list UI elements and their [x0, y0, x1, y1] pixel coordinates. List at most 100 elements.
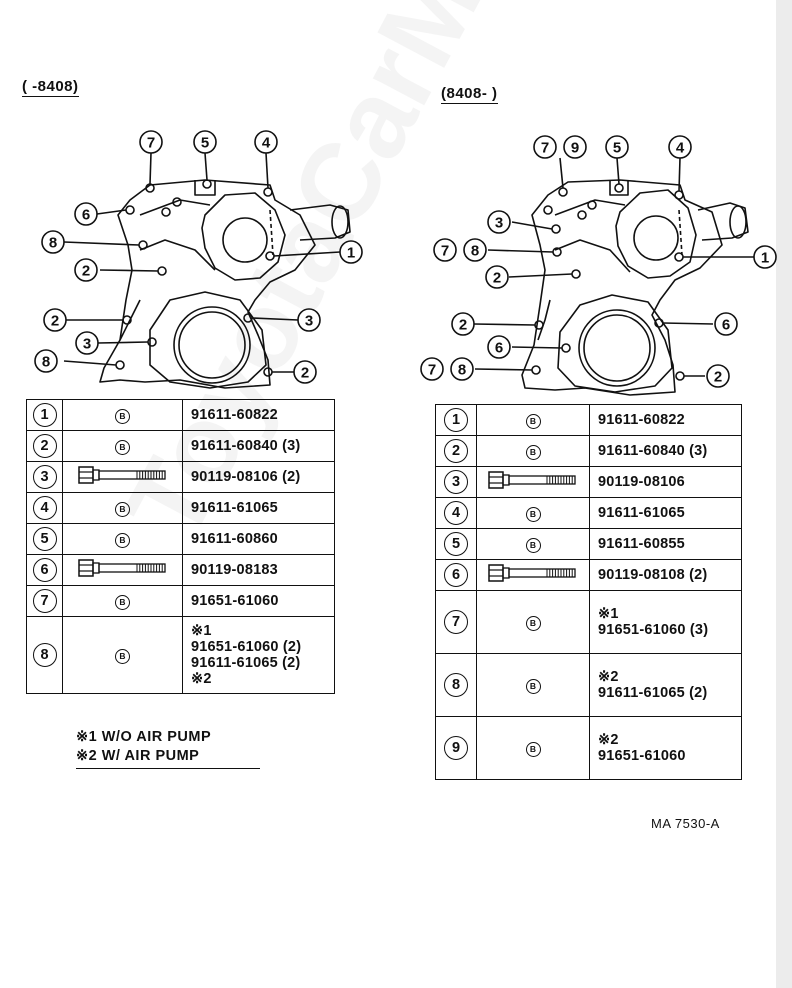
left-range-underline [22, 96, 79, 97]
right-callout-circle-8 [463, 238, 487, 262]
right-row-part-cell: B [476, 497, 590, 529]
bolt-symbol-icon: B [525, 445, 541, 460]
left-row-number-cell: 5 [26, 523, 63, 555]
right-callout-circle-7 [433, 238, 457, 262]
left-row-number-cell: 4 [26, 492, 63, 524]
right-callout-label-6: 6 [495, 340, 503, 357]
left-callout-label-3: 3 [83, 336, 91, 353]
right-range-label: (8408- ) [441, 85, 498, 104]
right-part-number: ※1 [598, 606, 619, 622]
right-callout-circle-9 [563, 135, 587, 159]
right-row-number: 6 [444, 563, 468, 587]
bolt-symbol-icon: B [525, 679, 541, 694]
right-callout-label-7: 7 [441, 243, 449, 260]
left-row-number: 7 [32, 589, 57, 613]
right-row-number-cell: 5 [435, 528, 477, 560]
left-row-number-cell: 7 [26, 585, 63, 617]
left-part-number: 91611-60822 [191, 407, 278, 423]
left-row-part-cell: B [62, 523, 183, 555]
left-row-part-number-cell: 91611-60822 [182, 399, 335, 431]
left-callout-label-7: 7 [147, 135, 155, 152]
right-row-part-cell: B [476, 404, 590, 436]
bolt-symbol-icon: B [525, 742, 541, 757]
right-callout-circle-2 [706, 364, 730, 388]
air-pump-notes: ※1 W/O AIR PUMP ※2 W/ AIR PUMP [76, 728, 260, 769]
left-callout-circle-4 [254, 130, 278, 154]
right-callout-label-2: 2 [459, 317, 467, 334]
note-2: ※2 W/ AIR PUMP [76, 748, 200, 764]
right-callout-label-8: 8 [458, 362, 466, 379]
left-callout-circle-1 [339, 240, 363, 264]
right-row-number-cell: 4 [435, 497, 477, 529]
left-callout-label-6: 6 [82, 207, 90, 224]
bolt-symbol-icon: B [115, 533, 130, 548]
scrollbar[interactable] [776, 0, 792, 988]
right-part-number: ※2 [598, 732, 619, 748]
left-part-number: ※1 [191, 623, 212, 639]
right-callout-circle-7 [420, 357, 444, 381]
right-range-underline [441, 103, 498, 104]
right-table-row: 6 90119-08108 (2) [435, 559, 742, 591]
right-callout-label-4: 4 [676, 140, 685, 157]
long-bolt-icon [488, 563, 576, 582]
left-part-number: 91611-61065 (2) [191, 655, 301, 671]
left-part-number: 91651-61060 [191, 593, 279, 609]
left-row-part-cell: B [62, 585, 183, 617]
right-part-number: 91651-61060 [598, 748, 686, 764]
left-part-number: 91611-61065 [191, 500, 278, 516]
left-row-part-number-cell: 91611-60860 [182, 523, 335, 555]
left-row-number-cell: 1 [26, 399, 63, 431]
left-range-label: ( -8408) [22, 78, 79, 97]
left-callout-label-8: 8 [42, 354, 50, 371]
left-part-number: ※2 [191, 671, 212, 687]
right-part-number: ※2 [598, 669, 619, 685]
right-row-part-cell: B [476, 528, 590, 560]
right-callout-label-2: 2 [493, 270, 501, 287]
left-row-number: 6 [32, 558, 57, 582]
bolt-symbol-icon: B [525, 414, 541, 429]
right-table-row: 2 B 91611-60840 (3) [435, 435, 742, 467]
left-table-row: 5 B 91611-60860 [26, 523, 335, 555]
right-row-part-number-cell: 90119-08108 (2) [589, 559, 742, 591]
right-row-part-cell: B [476, 716, 590, 780]
right-callout-circle-2 [451, 312, 475, 336]
right-callout-circle-4 [668, 135, 692, 159]
left-row-number: 2 [32, 434, 57, 458]
right-callout-label-7: 7 [541, 140, 549, 157]
bolt-symbol-icon: B [115, 440, 130, 455]
left-row-part-cell: B [62, 616, 183, 694]
left-row-number: 3 [32, 465, 57, 489]
left-part-number: 91651-61060 (2) [191, 639, 302, 655]
right-row-part-cell [476, 466, 590, 498]
right-part-number: 91651-61060 (3) [598, 622, 709, 638]
right-callout-label-2: 2 [714, 369, 722, 386]
right-row-number: 5 [444, 532, 468, 556]
left-callout-circle-3 [297, 308, 321, 332]
right-row-part-number-cell: 91611-60840 (3) [589, 435, 742, 467]
left-range-text: ( -8408) [22, 78, 79, 95]
right-row-part-number-cell: 90119-08106 [589, 466, 742, 498]
left-callout-label-5: 5 [201, 135, 209, 152]
left-callout-label-8: 8 [49, 235, 57, 252]
left-row-part-cell: B [62, 492, 183, 524]
long-bolt-icon [488, 470, 576, 489]
right-callout-circle-2 [485, 265, 509, 289]
left-row-number-cell: 2 [26, 430, 63, 462]
notes-underline [76, 768, 260, 769]
left-row-part-number-cell: 90119-08106 (2) [182, 461, 335, 493]
right-row-number: 2 [444, 439, 468, 463]
figure-id: MA 7530-A [651, 816, 720, 831]
left-callout-circle-7 [139, 130, 163, 154]
right-row-part-number-cell: 91611-61065 [589, 497, 742, 529]
